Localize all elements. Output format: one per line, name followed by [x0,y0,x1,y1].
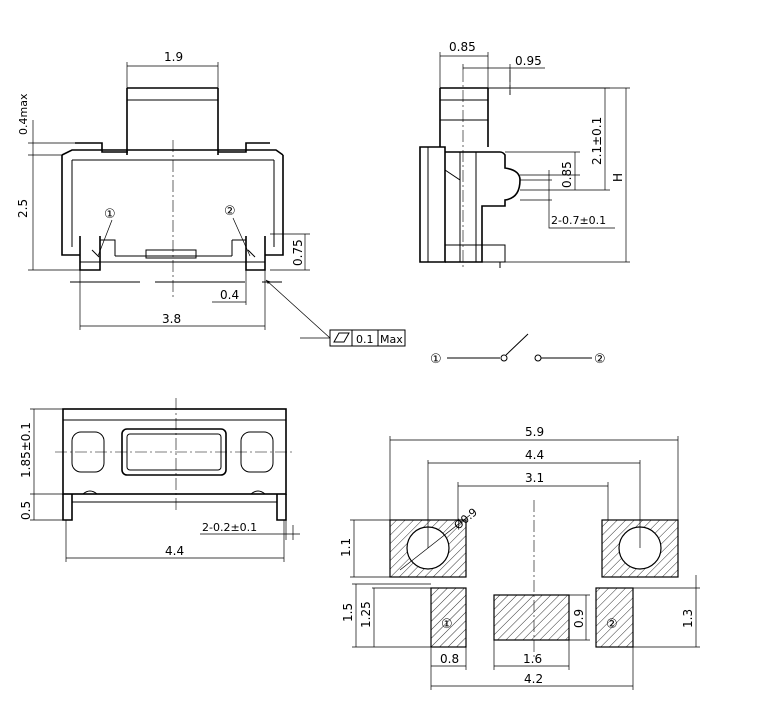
end-dim-085-top: 0.85 [449,40,476,54]
flatness-value: 0.1 [356,333,374,346]
end-view: 0.85 0.95 2.1±0.1 0.85 H 2-0.7±0.1 [419,40,630,270]
fp-dim-hole-pitch: 4.4 [525,448,544,462]
footprint-pin1: ① [441,617,453,632]
dim-terminal-width: 0.4 [220,288,239,302]
flatness-icon [333,332,350,343]
fp-dim-overall: 5.9 [525,425,544,439]
flatness-frame [329,329,406,347]
dim-cap-height: 0.4max [17,93,30,135]
end-dim-peg: 2-0.7±0.1 [551,214,606,227]
fp-dim-right-h: 1.3 [681,609,695,628]
footprint-pin2: ② [606,617,618,632]
fp-dim-inner: 3.1 [525,471,544,485]
end-dim-h: H [611,173,625,182]
end-dim-095: 0.95 [515,54,542,68]
side-view: ① ② 1.9 0.4max 2.5 0.75 0.4 3.8 0.1 Max [16,50,406,347]
side-pin2-label: ② [224,204,236,219]
end-dim-21: 2.1±0.1 [590,117,604,165]
bottom-dim-standoff: 0.5 [19,501,33,520]
bottom-dim-width: 4.4 [165,544,184,558]
dim-body-height: 2.5 [16,199,30,218]
fp-dim-center-h: 0.9 [572,609,586,628]
dim-overall-width: 3.8 [162,312,181,326]
fp-dim-pad-w: 0.8 [440,652,459,666]
bottom-dim-height: 1.85±0.1 [19,422,33,478]
pcb-footprint: ① ② 5.9 4.4 3.1 Ø0.9 1.1 1.5 1.25 0.9 1.… [339,425,700,690]
schematic-pin2: ② [594,352,606,367]
dim-top-width: 1.9 [164,50,183,64]
dim-terminal-height: 0.75 [291,239,305,266]
fp-dim-hole-pad-h: 1.1 [339,538,353,557]
schematic-pin1: ① [430,352,442,367]
end-dim-085-side: 0.85 [560,161,574,188]
fp-dim-pad-h1: 1.5 [341,603,355,622]
bottom-dim-lead: 2-0.2±0.1 [202,521,257,534]
fp-dim-span: 4.2 [524,672,543,686]
fp-dim-center-w: 1.6 [523,652,542,666]
side-pin1-label: ① [104,207,116,222]
fp-dim-pad-h2: 1.25 [359,601,373,628]
switch-schematic: ① ② [430,333,606,367]
bottom-view: 1.85±0.1 0.5 2-0.2±0.1 4.4 [19,398,300,562]
flatness-max: Max [380,333,403,346]
